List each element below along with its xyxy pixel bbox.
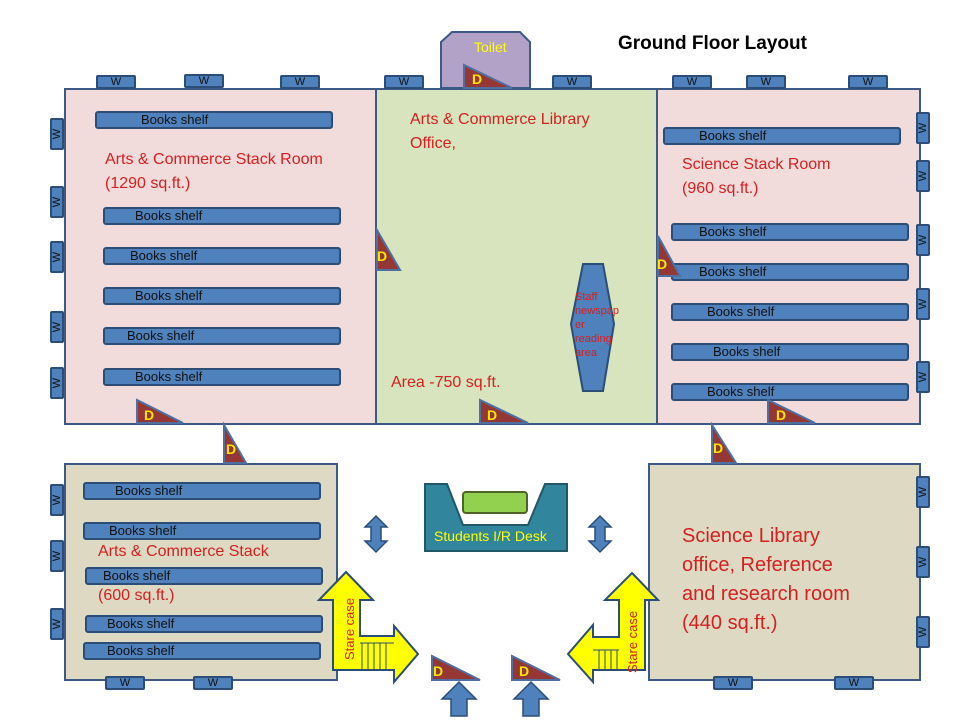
door-label: D bbox=[487, 407, 498, 423]
staircase-arrow-left bbox=[316, 570, 420, 685]
desk-monitor bbox=[462, 491, 528, 514]
book-shelf: Books shelf bbox=[83, 642, 321, 660]
sci-office-line1: Science Library bbox=[682, 525, 820, 547]
book-shelf: Books shelf bbox=[103, 368, 341, 386]
window: W bbox=[672, 75, 712, 89]
window: W bbox=[96, 75, 136, 89]
window: W bbox=[50, 311, 64, 343]
door bbox=[767, 398, 816, 424]
staff-area-line: area bbox=[575, 347, 598, 359]
window: W bbox=[916, 361, 930, 393]
door bbox=[711, 421, 738, 464]
window: W bbox=[50, 118, 64, 150]
window: W bbox=[916, 224, 930, 256]
staff-area-line: Staff bbox=[575, 291, 598, 303]
book-shelf: Books shelf bbox=[671, 343, 909, 361]
window: W bbox=[184, 74, 224, 88]
sci-office-line4: (440 sq.ft.) bbox=[682, 612, 778, 634]
up-down-arrow-icon bbox=[587, 514, 613, 554]
book-shelf: Books shelf bbox=[103, 247, 341, 265]
door-label: D bbox=[472, 71, 483, 87]
door-label: D bbox=[144, 407, 155, 423]
door bbox=[511, 654, 561, 681]
door-label: D bbox=[377, 248, 388, 264]
sci-office-line3: and research room bbox=[682, 583, 850, 605]
window: W bbox=[834, 676, 874, 690]
window: W bbox=[916, 288, 930, 320]
door-label: D bbox=[657, 256, 668, 272]
staff-area-label: Staff newspap er reading area bbox=[575, 290, 619, 360]
window: W bbox=[848, 75, 888, 89]
students-desk bbox=[424, 483, 568, 552]
book-shelf: Books shelf bbox=[83, 522, 321, 540]
sci-stack-room-area: (960 sq.ft.) bbox=[682, 180, 759, 197]
book-shelf: Books shelf bbox=[671, 383, 909, 401]
window: W bbox=[50, 186, 64, 218]
book-shelf: Books shelf bbox=[671, 223, 909, 241]
door bbox=[223, 421, 248, 464]
ac-office-name-1: Arts & Commerce Library bbox=[410, 111, 590, 128]
window: W bbox=[916, 616, 930, 648]
window: W bbox=[713, 676, 753, 690]
sci-library-office bbox=[648, 463, 921, 681]
ac-stack-room-name: Arts & Commerce Stack Room bbox=[105, 151, 323, 168]
window: W bbox=[50, 484, 64, 516]
staff-area-line: er bbox=[575, 319, 585, 331]
book-shelf: Books shelf bbox=[663, 127, 901, 145]
ac-office-area: Area -750 sq.ft. bbox=[391, 374, 501, 391]
window: W bbox=[916, 546, 930, 578]
entrance-arrow-icon bbox=[512, 680, 550, 717]
door bbox=[376, 226, 402, 271]
door bbox=[479, 398, 529, 424]
window: W bbox=[552, 75, 592, 89]
ac-office-name-2: Office, bbox=[410, 135, 456, 152]
up-down-arrow-icon bbox=[363, 514, 389, 554]
door bbox=[431, 654, 481, 681]
window: W bbox=[50, 241, 64, 273]
book-shelf: Books shelf bbox=[85, 615, 323, 633]
page-title: Ground Floor Layout bbox=[618, 33, 807, 54]
door-label: D bbox=[226, 441, 237, 457]
window: W bbox=[50, 540, 64, 572]
door-label: D bbox=[713, 440, 724, 456]
entrance-arrow-icon bbox=[440, 680, 478, 717]
book-shelf: Books shelf bbox=[103, 287, 341, 305]
toilet-label: Toilet bbox=[474, 39, 507, 55]
staircase-label-left: Stare case bbox=[342, 597, 357, 660]
door-label: D bbox=[433, 663, 444, 679]
book-shelf: Books shelf bbox=[103, 327, 341, 345]
door bbox=[657, 235, 682, 277]
window: W bbox=[193, 676, 233, 690]
window: W bbox=[746, 75, 786, 89]
book-shelf: Books shelf bbox=[83, 482, 321, 500]
staff-reading-area bbox=[569, 263, 616, 392]
staircase-arrow-right bbox=[566, 571, 661, 685]
window: W bbox=[384, 75, 424, 89]
door-label: D bbox=[776, 407, 787, 423]
door bbox=[463, 63, 513, 89]
sci-office-line2: office, Reference bbox=[682, 554, 833, 576]
staff-area-line: reading bbox=[575, 333, 612, 345]
staircase-label-right: Stare case bbox=[625, 610, 640, 673]
staff-area-line: newspap bbox=[575, 305, 620, 317]
window: W bbox=[916, 112, 930, 144]
ac-stack-room-area: (1290 sq.ft.) bbox=[105, 175, 191, 192]
door-label: D bbox=[519, 663, 530, 679]
ac-stack-area: (600 sq.ft.) bbox=[98, 587, 175, 604]
window: W bbox=[105, 676, 145, 690]
ac-stack-name: Arts & Commerce Stack bbox=[98, 543, 269, 560]
students-desk-label: Students I/R Desk bbox=[434, 528, 547, 544]
window: W bbox=[280, 75, 320, 89]
sci-stack-room-name: Science Stack Room bbox=[682, 156, 831, 173]
book-shelf: Books shelf bbox=[671, 263, 909, 281]
window: W bbox=[50, 608, 64, 640]
book-shelf: Books shelf bbox=[85, 567, 323, 585]
door bbox=[136, 398, 184, 424]
window: W bbox=[50, 367, 64, 399]
book-shelf: Books shelf bbox=[103, 207, 341, 225]
book-shelf: Books shelf bbox=[671, 303, 909, 321]
window: W bbox=[916, 160, 930, 192]
window: W bbox=[916, 476, 930, 508]
book-shelf: Books shelf bbox=[95, 111, 333, 129]
